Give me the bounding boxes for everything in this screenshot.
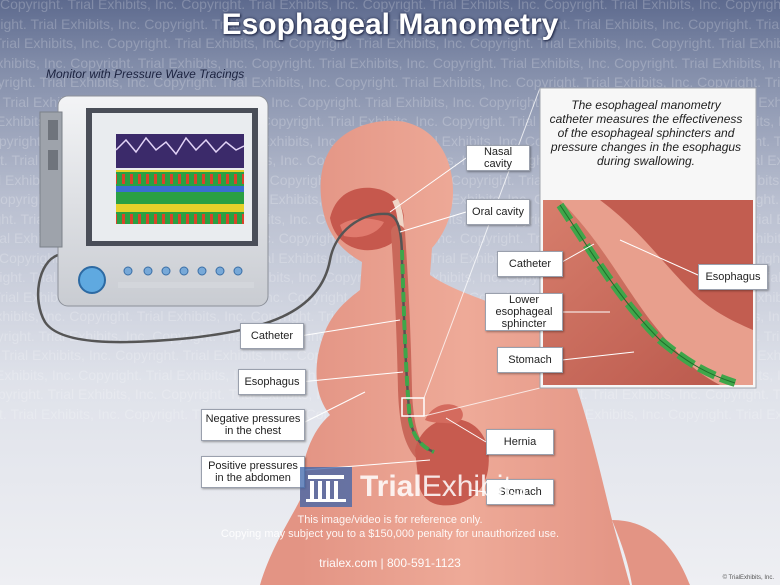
- label-nasal-cavity: Nasal cavity: [466, 145, 530, 171]
- watermark-notice-line1: This image/video is for reference only.: [297, 514, 483, 526]
- detail-projection-lines: [423, 87, 541, 417]
- esophagus-tube: [391, 225, 427, 459]
- label-inset-catheter: Catheter: [497, 251, 563, 277]
- watermark-notice-line2: Copying may subject you to a $150,000 pe…: [220, 528, 560, 540]
- detail-marker: [401, 397, 425, 417]
- label-negative-pressures: Negative pressures in the chest: [201, 409, 305, 441]
- columns-logo-icon: [300, 467, 352, 507]
- label-positive-pressures: Positive pressures in the abdomen: [201, 456, 305, 488]
- pressure-monitor: [39, 95, 269, 307]
- label-inset-lower-sphincter: Lower esophageal sphincter: [485, 293, 563, 331]
- monitor-caption: Monitor with Pressure Wave Tracings: [46, 67, 245, 81]
- label-catheter: Catheter: [240, 323, 304, 349]
- watermark-wordmark: TrialExhibits: [360, 470, 527, 504]
- label-esophagus: Esophagus: [238, 369, 306, 395]
- trialexhibits-watermark: TrialExhibits: [300, 467, 527, 507]
- label-hernia: Hernia: [486, 429, 554, 455]
- watermark-wordmark-rest: Exhibits: [421, 470, 527, 503]
- inset-description: The esophageal manometry catheter measur…: [549, 98, 743, 168]
- label-inset-esophagus: Esophagus: [698, 264, 768, 290]
- inset-detail: [539, 87, 757, 389]
- watermark-contact: trialex.com | 800-591-1123: [319, 556, 461, 570]
- label-oral-cavity: Oral cavity: [466, 199, 530, 225]
- watermark-wordmark-bold: Trial: [360, 470, 422, 503]
- catheter-green-segment: [400, 249, 435, 454]
- corner-copyright: © TrialExhibits, Inc.: [722, 575, 774, 581]
- label-inset-stomach: Stomach: [497, 347, 563, 373]
- page-title: Esophageal Manometry: [221, 8, 559, 41]
- label-stomach: Stomach: [486, 479, 554, 505]
